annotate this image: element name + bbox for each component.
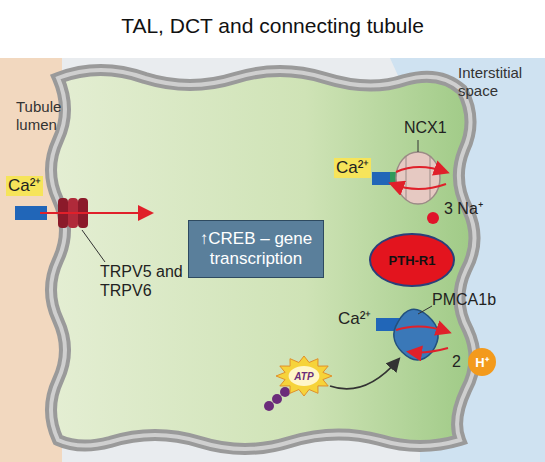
cell-body <box>51 70 475 449</box>
node-text: PTH-R1 <box>389 253 436 268</box>
region-label: Tubule lumen <box>16 98 72 134</box>
ion-label: Ca²⁺ <box>334 158 371 178</box>
phosphate-bead <box>280 387 290 397</box>
phosphate-chain <box>264 387 290 411</box>
pump-arrow <box>410 348 448 353</box>
atp-starburst: ATP <box>276 356 332 396</box>
transporter-label: NCX1 <box>404 118 447 137</box>
leader-line <box>82 230 105 262</box>
process-box: ↑CREB – gene transcription <box>188 220 324 278</box>
leader-line <box>418 306 432 314</box>
starburst-core <box>289 366 320 386</box>
transporter-label: PMCA1b <box>432 290 496 309</box>
stoichiometry-label: 2 <box>452 352 461 371</box>
proton-circle: H⁺ <box>468 348 496 376</box>
ncx1-exchanger <box>392 152 446 204</box>
phosphate-bead <box>272 394 282 404</box>
starburst-outline <box>276 356 332 396</box>
receptor-ellipse: PTH-R1 <box>369 233 455 287</box>
region-label: Interstitial space <box>458 64 540 100</box>
sodium-dot <box>427 212 439 224</box>
node-text: ↑CREB – gene transcription <box>189 229 323 270</box>
title: TAL, DCT and connecting tubule <box>0 14 545 38</box>
exchange-arrow <box>392 184 446 189</box>
ion-label: 3 Na⁺ <box>444 199 483 218</box>
ion-label: Ca²⁺ <box>6 176 43 196</box>
leader-line <box>418 140 419 152</box>
ion-label: Ca²⁺ <box>338 309 371 329</box>
phosphate-bead <box>264 401 274 411</box>
exchanger-groove <box>406 156 407 200</box>
node-text: ATP <box>294 371 313 382</box>
pmca-pump <box>394 309 448 360</box>
calcium-marker <box>372 172 398 185</box>
membrane <box>51 70 475 449</box>
channel-label: TRPV5 and TRPV6 <box>100 262 184 300</box>
pump-arrow <box>396 326 448 332</box>
exchanger-groove <box>430 156 431 200</box>
influx-arrow <box>40 212 150 214</box>
membrane-outer <box>51 70 475 449</box>
exchanger-body <box>396 152 440 204</box>
node-text: H⁺ <box>475 353 488 371</box>
membrane-inner <box>51 70 475 449</box>
atp-arrow <box>330 360 398 389</box>
background <box>0 58 545 462</box>
exchange-arrow <box>396 167 446 172</box>
